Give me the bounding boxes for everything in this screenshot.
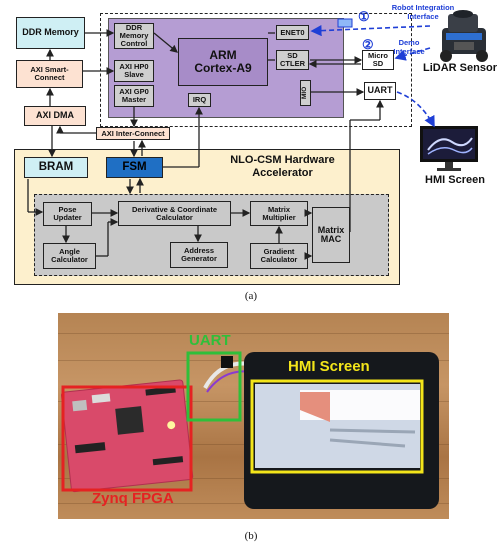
ddr-memory-control-block: DDR Memory Control [114, 23, 154, 49]
axi-gp0-master-block: AXI GP0 Master [114, 85, 154, 107]
matrix-multiplier-block: Matrix Multiplier [250, 201, 308, 226]
hardware-photo [58, 313, 449, 519]
irq-block: IRQ [188, 93, 211, 107]
gradient-calculator-block: Gradient Calculator [250, 243, 308, 269]
arm-cortex-block: ARM Cortex-A9 [178, 38, 268, 86]
photo-hmi-label: HMI Screen [288, 358, 370, 375]
address-generator-block: Address Generator [170, 242, 228, 268]
interface-2-number: ② [362, 37, 374, 52]
uart-block: UART [364, 82, 396, 100]
axi-hp0-slave-block: AXI HP0 Slave [114, 60, 154, 82]
fsm-block: FSM [106, 157, 163, 178]
robot-integration-interface-label: Robot Integration Interface [391, 3, 455, 21]
caption-a: (a) [244, 290, 258, 302]
interface-1-number: ① [358, 9, 370, 24]
accelerator-title: NLO-CSM Hardware Accelerator [230, 154, 335, 180]
derivative-calculator-block: Derivative & Coordinate Calculator [118, 201, 231, 226]
arm-sublabel: Cortex-A9 [194, 61, 252, 75]
photo-fpga-label: Zynq FPGA [92, 490, 174, 507]
axi-interconnect-block: AXI Inter-Connect [96, 127, 170, 140]
hmi-screen-label: HMI Screen [425, 174, 485, 186]
matrix-mac-block: Matrix MAC [312, 207, 350, 263]
ddr-memory-block: DDR Memory [16, 17, 85, 49]
bram-block: BRAM [24, 157, 88, 178]
micro-sd-block: Micro SD [362, 50, 394, 70]
photo-uart-label: UART [189, 332, 231, 349]
sd-ctler-block: SD CTLER [276, 50, 309, 70]
axi-smartconnect-block: AXI Smart-Connect [16, 60, 83, 88]
processing-system-region [100, 13, 412, 127]
lidar-sensor-label: LiDAR Sensor [423, 62, 497, 74]
caption-b: (b) [244, 530, 258, 542]
mio-block: MIO [300, 80, 311, 106]
angle-calculator-block: Angle Calculator [43, 243, 96, 269]
arm-label: ARM [209, 48, 237, 63]
axi-dma-block: AXI DMA [24, 106, 86, 126]
pose-updater-block: Pose Updater [43, 202, 92, 226]
enet0-block: ENET0 [276, 25, 309, 40]
demo-interface-label: Demo Interface [393, 38, 425, 56]
